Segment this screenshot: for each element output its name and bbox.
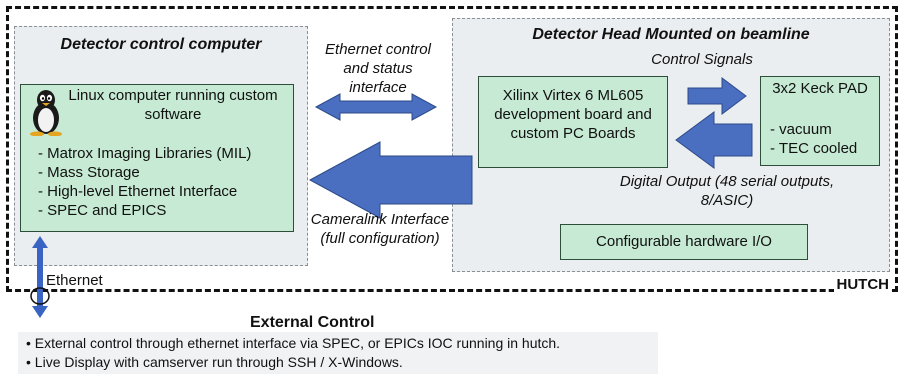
ethernet-control-label: Ethernet control and status interface — [325, 41, 431, 96]
cameralink-label: Cameralink Interface (full configuration… — [310, 211, 450, 247]
external-control-title: External Control — [250, 314, 375, 331]
linux-feature-item: Mass Storage — [38, 163, 251, 182]
fpga-board-box — [478, 76, 668, 168]
external-note-item: Live Display with camserver run through … — [26, 353, 650, 372]
fpga-box-text: Xilinx Virtex 6 ML605 development board … — [494, 87, 652, 142]
linux-feature-item: High-level Ethernet Interface — [38, 182, 251, 201]
linux-feature-item: SPEC and EPICS — [38, 201, 251, 220]
linux-feature-list: Matrox Imaging Libraries (MIL) Mass Stor… — [38, 144, 251, 220]
external-note-item: External control through ethernet interf… — [26, 334, 650, 353]
digital-output-label: Digital Output (48 serial outputs, 8/ASI… — [619, 173, 835, 209]
keck-feature-item: vacuum — [770, 120, 857, 139]
ethernet-control-arrow — [314, 93, 438, 121]
detector-panel-title: Detector Head Mounted on beamline — [532, 26, 810, 43]
external-control-notes: External control through ethernet interf… — [18, 332, 658, 374]
hutch-boundary — [6, 6, 898, 292]
hutch-label: HUTCH — [833, 276, 892, 293]
keck-box-title: 3x2 Keck PAD — [772, 80, 868, 97]
linux-box-title: Linux computer running custom software — [68, 87, 278, 123]
hardware-io-box — [560, 224, 808, 260]
keck-feature-list: vacuum TEC cooled — [770, 120, 857, 158]
ethernet-label: Ethernet — [46, 272, 103, 289]
keck-feature-item: TEC cooled — [770, 139, 857, 158]
computer-panel-title: Detector control computer — [60, 36, 262, 53]
digital-output-arrow — [675, 111, 753, 169]
io-box-text: Configurable hardware I/O — [596, 233, 772, 250]
hutch-crossing-ellipse — [30, 287, 50, 305]
linux-feature-item: Matrox Imaging Libraries (MIL) — [38, 144, 251, 163]
control-signals-arrow — [687, 77, 747, 115]
tux-penguin-icon — [30, 90, 62, 136]
ethernet-vertical-arrow — [32, 236, 48, 318]
cameralink-arrow — [308, 141, 473, 219]
control-signals-label: Control Signals — [651, 51, 753, 68]
